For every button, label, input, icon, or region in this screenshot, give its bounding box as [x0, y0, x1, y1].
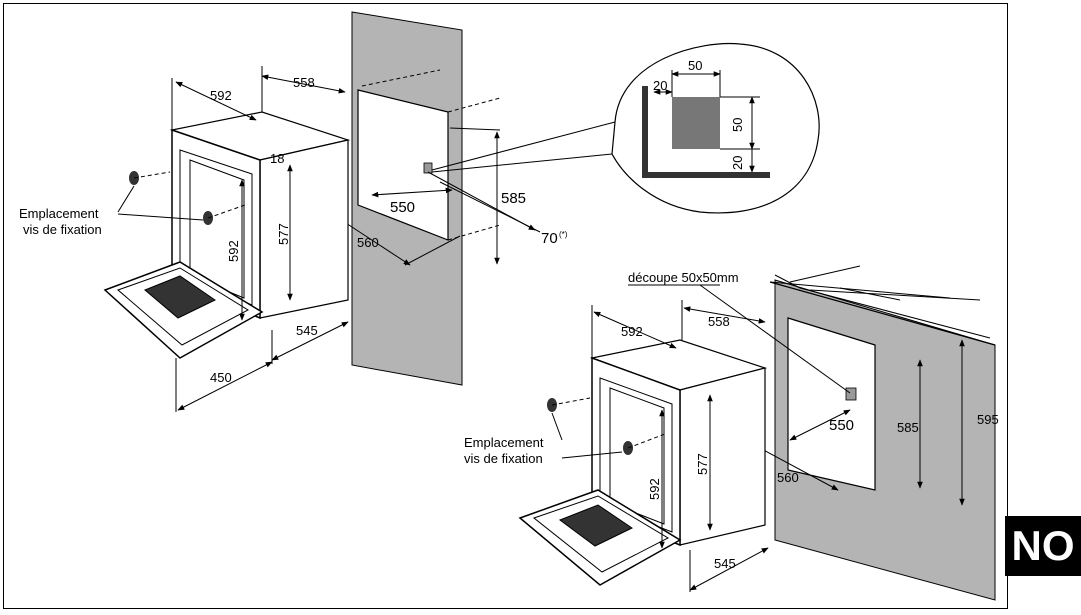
- top-dim-18: 18: [270, 151, 284, 166]
- detail-dim-20-bottom: 20: [730, 156, 745, 170]
- detail-dim-50-top: 50: [688, 58, 702, 73]
- top-dim-592-width: 592: [210, 88, 232, 103]
- top-dim-577: 577: [276, 223, 291, 245]
- top-niche-560: 560: [357, 235, 379, 250]
- detail-bubble: 20 50 50 20: [611, 42, 820, 214]
- vis-label-bottom: vis de fixation: [464, 451, 543, 466]
- top-niche-note: (*): [559, 230, 568, 239]
- bottom-dim-592-width: 592: [621, 324, 643, 339]
- emplacement-label-bottom: Emplacement: [464, 435, 544, 450]
- drawing-frame: [3, 3, 1008, 609]
- top-dim-545: 545: [296, 323, 318, 338]
- bottom-dim-545: 545: [714, 556, 736, 571]
- bottom-dim-577: 577: [695, 453, 710, 475]
- bottom-oven-dims: [591, 300, 769, 592]
- language-badge: NO: [1005, 516, 1081, 576]
- top-oven-dims: [171, 66, 349, 412]
- detail-dim-50-right: 50: [730, 118, 745, 132]
- bottom-niche-595: 595: [977, 412, 999, 427]
- detail-dim-20-left: 20: [653, 78, 667, 93]
- bottom-niche-dims: [699, 284, 965, 506]
- top-niche-585: 585: [501, 190, 526, 207]
- top-labels: Emplacement vis de fixation 592 558 18 5…: [19, 75, 568, 385]
- bottom-labels: découpe 50x50mm Emplacement vis de fixat…: [464, 270, 999, 571]
- top-wall-panel: [351, 11, 501, 386]
- decoupe-label: découpe 50x50mm: [628, 270, 739, 285]
- top-niche-550: 550: [390, 199, 415, 216]
- top-dim-592-height: 592: [226, 240, 241, 262]
- emplacement-label-top: Emplacement: [19, 206, 99, 221]
- top-oven: [103, 111, 351, 359]
- bottom-oven: [518, 339, 768, 586]
- top-dim-558: 558: [293, 75, 315, 90]
- top-dim-450: 450: [210, 370, 232, 385]
- bottom-dim-558: 558: [708, 314, 730, 329]
- bottom-niche-560: 560: [777, 470, 799, 485]
- bottom-niche-550: 550: [829, 417, 854, 434]
- bottom-niche-585: 585: [897, 420, 919, 435]
- top-niche-70: 70: [541, 230, 558, 247]
- vis-label-top: vis de fixation: [23, 222, 102, 237]
- bottom-dim-592-height: 592: [647, 478, 662, 500]
